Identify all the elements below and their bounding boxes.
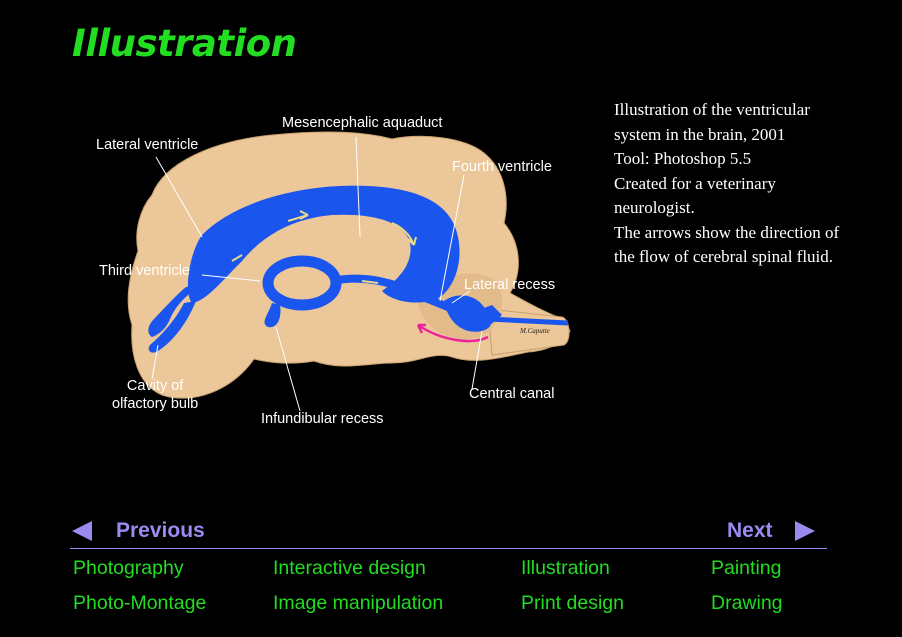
link-interactive-design[interactable]: Interactive design <box>273 557 426 579</box>
arrow-right-icon <box>794 521 815 541</box>
link-drawing[interactable]: Drawing <box>711 592 783 614</box>
fourth-ventricle <box>444 295 492 332</box>
link-photography[interactable]: Photography <box>73 557 184 579</box>
description-line: the flow of cerebral spinal fluid. <box>614 247 834 266</box>
link-painting[interactable]: Painting <box>711 557 782 579</box>
description-line: neurologist. <box>614 198 695 217</box>
nav-divider <box>70 548 827 549</box>
previous-button[interactable]: Previous <box>72 519 205 543</box>
central-canal <box>487 316 569 326</box>
aqueduct <box>331 274 454 313</box>
description-line: Created for a veterinary <box>614 173 776 193</box>
link-photo-montage[interactable]: Photo-Montage <box>73 592 207 614</box>
label-fourth-ventricle: Fourth ventricle <box>452 159 552 175</box>
csf-flow-arrow <box>417 323 489 343</box>
label-central-canal: Central canal <box>469 386 555 402</box>
description: Illustration of the ventricular system i… <box>614 98 884 270</box>
description-line: system in the brain, 2001 <box>614 124 786 144</box>
description-line: The arrows show the direction of <box>614 222 840 242</box>
link-print-design[interactable]: Print design <box>521 592 624 614</box>
label-olfactory-bulb: olfactory bulb <box>112 396 199 412</box>
next-button[interactable]: Next <box>727 519 815 543</box>
label-cavity-of-olfactory-bulb: Cavity of olfactory bulb <box>112 377 198 413</box>
lateral-ventricle-shape <box>187 185 460 303</box>
link-image-manipulation[interactable]: Image manipulation <box>273 592 444 614</box>
label-infundibular-recess: Infundibular recess <box>261 411 384 427</box>
next-label: Next <box>727 519 773 542</box>
page-title: Illustration <box>72 22 297 65</box>
description-line: Tool: Photoshop 5.5 <box>614 149 752 168</box>
label-third-ventricle: Third ventricle <box>99 263 191 279</box>
olfactory-ventricle <box>148 285 202 337</box>
arrow-left-icon <box>72 521 92 541</box>
label-lateral-recess: Lateral recess <box>464 277 556 293</box>
artist-signature: M.Caputte <box>519 327 550 335</box>
description-line: Illustration of the ventricular <box>614 100 810 119</box>
brain-ventricular-illustration: M.Caputte <box>127 131 571 412</box>
infundibular-recess-shape <box>264 303 281 328</box>
label-lateral-ventricle: Lateral ventricle <box>96 137 199 153</box>
label-mesencephalic-aquaduct: Mesencephalic aquaduct <box>282 115 443 131</box>
previous-label: Previous <box>116 519 205 542</box>
label-cavity-of: Cavity of <box>126 378 184 394</box>
link-illustration[interactable]: Illustration <box>521 557 610 579</box>
